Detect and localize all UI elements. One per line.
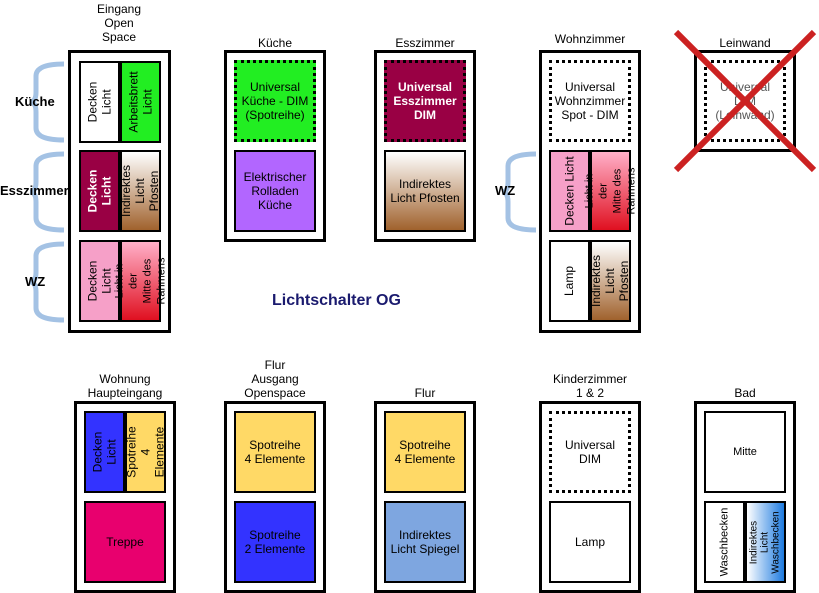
brace-wz-right: [501, 151, 537, 233]
button-label: Decken Licht: [562, 156, 577, 226]
switch-title-flur: Flur: [414, 386, 436, 400]
brace-wz: [29, 241, 65, 323]
switch-title-esszimmer: Esszimmer: [395, 36, 455, 50]
button-haupteingang-decken-licht[interactable]: Decken Licht: [84, 411, 125, 493]
button-eingang-licht-mitte-rahmen[interactable]: Licht in der Mitte des Rahmens: [114, 240, 168, 322]
button-universal-kueche-dim[interactable]: Universal Küche - DIM (Spotreihe): [234, 60, 316, 142]
side-label-esszimmer: Esszimmer: [0, 183, 69, 198]
switch-title-kueche: Küche: [257, 36, 293, 50]
button-bad-indirektes-licht[interactable]: Indirektes Licht Waschbecken: [745, 501, 786, 583]
brace-esszimmer: [29, 151, 65, 233]
button-kinderzimmer-universal-dim[interactable]: Universal DIM: [549, 411, 631, 493]
button-eingang-wz-decken-licht[interactable]: Decken Licht: [79, 240, 120, 322]
button-treppe[interactable]: Treppe: [84, 501, 166, 583]
button-esszimmer-indirektes-licht[interactable]: Indirektes Licht Pfosten: [384, 150, 466, 232]
button-label: Decken Licht: [85, 169, 114, 213]
button-bad-waschbecken[interactable]: Waschbecken: [704, 501, 745, 583]
button-label: Arbeitsbrett Licht: [126, 71, 155, 133]
switch-title-kinderzimmer: Kinderzimmer 1 & 2: [552, 372, 627, 400]
button-label: Lamp: [562, 265, 577, 297]
button-wohnzimmer-indirektes-licht[interactable]: Indirektes Licht Pfosten: [589, 240, 632, 322]
button-universal-wohnzimmer-dim[interactable]: Universal Wohnzimmer Spot - DIM: [549, 60, 631, 142]
button-eingang-decken-licht[interactable]: Decken Licht: [79, 61, 120, 143]
switch-title-haupteingang: Wohnung Haupteingang: [87, 372, 163, 400]
brace-kueche: [29, 61, 65, 143]
side-label-wz: WZ: [25, 274, 46, 289]
button-kinderzimmer-lamp[interactable]: Lamp: [549, 501, 631, 583]
button-elektrischer-rolladen[interactable]: Elektrischer Rolladen Küche: [234, 150, 316, 232]
switch-title-bad: Bad: [734, 386, 756, 400]
button-label: Indirektes Licht Waschbecken: [749, 510, 782, 574]
switch-title-leinwand: Leinwand: [719, 36, 771, 50]
button-label: Licht in der Mitte des Rahmens: [583, 167, 638, 215]
button-wohnzimmer-lamp[interactable]: Lamp: [549, 240, 590, 322]
button-label: Waschbecken: [718, 507, 731, 577]
side-label-wz-right: WZ: [495, 183, 516, 198]
button-universal-esszimmer-dim[interactable]: Universal Esszimmer DIM: [384, 60, 466, 142]
button-wohnzimmer-decken-licht[interactable]: Decken Licht: [549, 150, 590, 232]
side-label-kueche: Küche: [15, 94, 55, 109]
switch-title-eingang: Eingang Open Space: [96, 2, 142, 44]
button-flur-spotreihe-4[interactable]: Spotreihe 4 Elemente: [384, 411, 466, 493]
cross-out-icon: [673, 29, 817, 173]
button-bad-mitte[interactable]: Mitte: [704, 411, 786, 493]
button-eingang-indirektes-licht[interactable]: Indirektes Licht Pfosten: [119, 150, 162, 232]
button-flur-indirektes-licht-spiegel[interactable]: Indirektes Licht Spiegel: [384, 501, 466, 583]
button-wohnzimmer-licht-mitte-rahmen[interactable]: Licht in der Mitte des Rahmens: [584, 150, 638, 232]
button-eingang-arbeitsbrett[interactable]: Arbeitsbrett Licht: [120, 61, 161, 143]
button-label: Licht in der Mitte des Rahmens: [113, 257, 168, 305]
switch-title-wohnzimmer: Wohnzimmer: [554, 32, 626, 46]
button-label: Spotreihe 4 Elemente: [124, 426, 167, 478]
button-eingang-esszimmer-decken-licht[interactable]: Decken Licht: [79, 150, 120, 232]
button-label: Decken Licht: [90, 431, 119, 473]
button-label: Decken Licht: [85, 260, 114, 302]
button-label: Indirektes Licht Pfosten: [119, 164, 162, 218]
page-title: Lichtschalter OG: [272, 292, 401, 309]
button-flur-ausgang-spotreihe-4[interactable]: Spotreihe 4 Elemente: [234, 411, 316, 493]
switch-title-flur-ausgang: Flur Ausgang Openspace: [244, 358, 306, 400]
button-flur-ausgang-spotreihe-2[interactable]: Spotreihe 2 Elemente: [234, 501, 316, 583]
button-label: Decken Licht: [85, 81, 114, 123]
button-label: Indirektes Licht Pfosten: [589, 254, 632, 308]
button-haupteingang-spotreihe[interactable]: Spotreihe 4 Elemente: [124, 411, 167, 493]
